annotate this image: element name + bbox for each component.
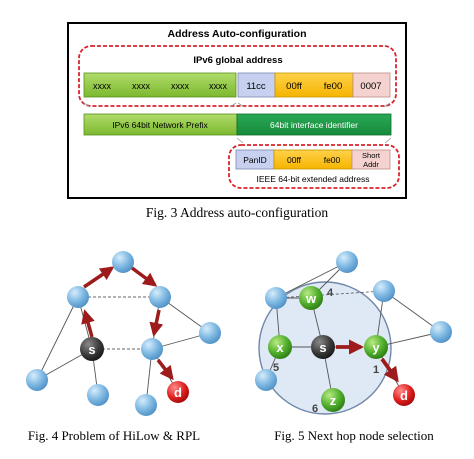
ext-cell-short-text: Addr <box>363 160 379 169</box>
extended-address-label: IEEE 64-bit extended address <box>257 174 370 184</box>
link <box>275 261 348 299</box>
prefix-bar <box>83 72 237 98</box>
fig5-graph: w x y z s d 4 5 1 6 <box>255 251 452 415</box>
neighbor-node-x <box>268 335 292 359</box>
fig5-caption: Fig. 5 Next hop node selection <box>274 428 434 443</box>
prefix-cell: xxxx <box>93 81 112 91</box>
node <box>336 251 358 273</box>
routing-figures: s d Fig. 4 Problem of HiLow & RPL <box>26 251 452 443</box>
hop-count: 6 <box>312 403 318 415</box>
node <box>67 286 89 308</box>
interface-id-label: 64bit interface identifier <box>270 120 358 130</box>
node-label-w: w <box>305 291 317 306</box>
extended-address-group <box>228 144 400 189</box>
node-label-y: y <box>372 340 380 355</box>
neighbor-node-w <box>299 286 323 310</box>
route-arrow <box>83 266 115 289</box>
iid-cell-text: fe00 <box>324 81 343 92</box>
node <box>26 369 48 391</box>
bracket-mark <box>236 137 244 144</box>
prefix-cell: xxxx <box>171 81 190 91</box>
route-arrow <box>156 358 174 381</box>
source-label: s <box>319 340 326 355</box>
route-arrow <box>149 309 164 337</box>
link <box>383 290 442 333</box>
fig4-graph: s d <box>26 251 221 416</box>
iid-cell-orange <box>274 72 354 98</box>
node <box>430 321 452 343</box>
source-node <box>80 337 104 361</box>
ext-cell-short <box>351 149 391 170</box>
fig3-caption: Fig. 3 Address auto-configuration <box>146 205 328 220</box>
destination-label: d <box>400 388 408 403</box>
node <box>141 338 163 360</box>
iid-cell-text: 0007 <box>360 81 381 92</box>
bracket-mark <box>383 102 391 108</box>
prefix-cell: xxxx <box>209 81 228 91</box>
node <box>199 322 221 344</box>
ext-cell-short-text: Short <box>362 151 381 160</box>
node <box>87 384 109 406</box>
bracket-mark <box>83 102 91 108</box>
node-label-z: z <box>330 393 337 408</box>
fig4-caption: Fig. 4 Problem of HiLow & RPL <box>28 428 200 443</box>
node <box>135 394 157 416</box>
node <box>149 286 171 308</box>
prefix-cell: xxxx <box>132 81 151 91</box>
destination-label: d <box>174 385 182 400</box>
destination-node <box>167 381 189 403</box>
neighbor-node-z <box>321 388 345 412</box>
route-arrow <box>380 357 399 383</box>
bracket-mark <box>237 102 245 108</box>
destination-node <box>393 384 415 406</box>
global-address-label: IPv6 global address <box>193 55 282 66</box>
hop-count: 5 <box>273 362 279 374</box>
node-label-x: x <box>276 340 284 355</box>
link <box>36 296 79 381</box>
iid-cell-text: 00ff <box>286 81 302 92</box>
dashed-link <box>275 290 385 299</box>
address-autoconfig-figure: Address Auto-configuration IPv6 global a… <box>67 22 407 220</box>
ext-cell-text: fe00 <box>324 155 341 165</box>
bracket-mark <box>229 102 237 108</box>
hop-count: 1 <box>373 364 379 376</box>
neighbor-node-y <box>364 335 388 359</box>
bracket-mark <box>384 137 392 144</box>
route-arrow <box>81 309 95 338</box>
ext-cell-text: 00ff <box>287 155 302 165</box>
address-frame <box>67 22 407 199</box>
source-label: s <box>88 342 95 357</box>
node <box>265 287 287 309</box>
iid-cell-text: 11cc <box>246 81 266 92</box>
route-arrow <box>130 266 158 287</box>
ext-cell-text: PanID <box>243 155 267 165</box>
hop-count: 4 <box>327 287 334 299</box>
frame-title: Address Auto-configuration <box>167 28 306 40</box>
network-prefix-label: IPv6 64bit Network Prefix <box>112 120 208 130</box>
source-node <box>311 335 335 359</box>
node <box>255 369 277 391</box>
ext-cell-orange <box>273 149 353 170</box>
global-address-group <box>78 45 397 107</box>
iid-cell-0007 <box>352 72 391 98</box>
node <box>112 251 134 273</box>
node <box>373 280 395 302</box>
interface-id-bar <box>236 113 392 136</box>
iid-cell-11cc <box>237 72 276 98</box>
